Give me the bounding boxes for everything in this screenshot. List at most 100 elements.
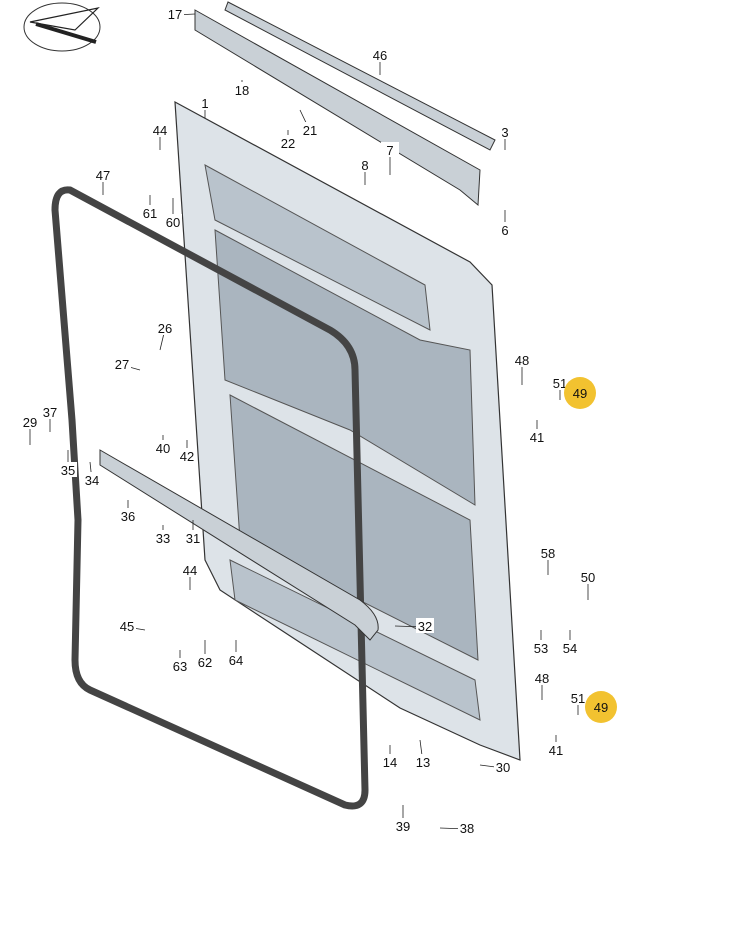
callout-label: 18: [235, 83, 249, 98]
callout-41: 41: [547, 735, 565, 758]
callout-34: 34: [83, 461, 101, 488]
lower-guide-rail: [99, 449, 379, 641]
callout-40: 40: [154, 435, 172, 456]
callout-46: 46: [371, 47, 389, 75]
callout-label: 41: [530, 430, 544, 445]
callout-13: 13: [414, 739, 432, 770]
callout-label: 35: [61, 463, 75, 478]
callout-label: 44: [183, 563, 197, 578]
callout-label: 48: [535, 671, 549, 686]
callout-label: 26: [158, 321, 172, 336]
callout-label: 60: [166, 215, 180, 230]
callout-label: 49: [573, 386, 587, 401]
callout-51: 51: [569, 690, 587, 715]
callout-label: 46: [373, 48, 387, 63]
callout-63: 63: [171, 650, 189, 674]
callout-60: 60: [164, 198, 182, 230]
callout-label: 64: [229, 653, 243, 668]
callout-label: 7: [386, 143, 393, 158]
callout-6: 6: [496, 210, 514, 238]
callout-label: 62: [198, 655, 212, 670]
callout-36: 36: [119, 500, 137, 524]
callout-21: 21: [299, 109, 319, 138]
highlight-marker: [585, 691, 617, 723]
callout-30: 30: [479, 759, 512, 775]
callout-49: 49: [585, 691, 617, 723]
callout-7: 7: [381, 142, 399, 175]
callout-label: 58: [541, 546, 555, 561]
callout-label: 41: [549, 743, 563, 758]
callout-58: 58: [539, 545, 557, 575]
callout-label: 14: [383, 755, 397, 770]
callout-label: 37: [43, 405, 57, 420]
callout-64: 64: [227, 640, 245, 668]
callout-label: 30: [496, 760, 510, 775]
callout-label: 61: [143, 206, 157, 221]
callout-label: 22: [281, 136, 295, 151]
callout-label: 51: [553, 376, 567, 391]
callout-label: 47: [96, 168, 110, 183]
callout-44: 44: [181, 562, 199, 590]
callout-49: 49: [564, 377, 596, 409]
callout-label: 3: [501, 125, 508, 140]
callout-label: 54: [563, 641, 577, 656]
callout-label: 51: [571, 691, 585, 706]
callout-44: 44: [151, 122, 169, 150]
callout-39: 39: [394, 805, 412, 834]
callout-37: 37: [41, 404, 59, 432]
callout-8: 8: [356, 157, 374, 185]
callout-50: 50: [579, 569, 597, 600]
callout-3: 3: [496, 124, 514, 150]
callout-label: 17: [168, 7, 182, 22]
callout-35: 35: [59, 450, 77, 478]
orientation-compass-icon: [23, 2, 101, 52]
callout-label: 44: [153, 123, 167, 138]
callout-38: 38: [439, 820, 476, 836]
callout-1: 1: [196, 95, 214, 118]
callout-42: 42: [178, 440, 196, 464]
callout-label: 39: [396, 819, 410, 834]
callout-label: 33: [156, 531, 170, 546]
callout-45: 45: [118, 618, 146, 634]
callout-62: 62: [196, 640, 214, 670]
callout-label: 49: [594, 700, 608, 715]
upper-rails: [194, 1, 496, 207]
callout-29: 29: [21, 414, 39, 445]
callout-32: 32: [394, 618, 434, 634]
callout-18: 18: [233, 80, 251, 98]
highlight-marker: [564, 377, 596, 409]
callout-label: 45: [120, 619, 134, 634]
callout-label: 48: [515, 353, 529, 368]
callout-label: 53: [534, 641, 548, 656]
callout-label: 1: [201, 96, 208, 111]
callout-label: 40: [156, 441, 170, 456]
callout-label: 32: [418, 619, 432, 634]
callout-label: 34: [85, 473, 99, 488]
callout-label: 21: [303, 123, 317, 138]
callout-27: 27: [113, 356, 141, 372]
callout-label: 13: [416, 755, 430, 770]
callout-label: 42: [180, 449, 194, 464]
callout-label: 29: [23, 415, 37, 430]
callout-54: 54: [561, 630, 579, 656]
callout-48: 48: [533, 670, 551, 700]
callout-14: 14: [381, 745, 399, 770]
callout-17: 17: [166, 6, 196, 22]
callout-label: 63: [173, 659, 187, 674]
callout-22: 22: [279, 130, 297, 151]
callout-41: 41: [528, 420, 546, 445]
callout-61: 61: [141, 195, 159, 221]
callout-label: 6: [501, 223, 508, 238]
callout-31: 31: [184, 520, 202, 546]
callout-33: 33: [154, 525, 172, 546]
callout-47: 47: [94, 167, 112, 195]
door-seal: [51, 186, 369, 810]
callout-48: 48: [513, 352, 531, 385]
callout-label: 27: [115, 357, 129, 372]
door-panel: [174, 100, 521, 761]
callout-51: 51: [551, 375, 569, 400]
callout-53: 53: [532, 630, 550, 656]
callout-label: 50: [581, 570, 595, 585]
